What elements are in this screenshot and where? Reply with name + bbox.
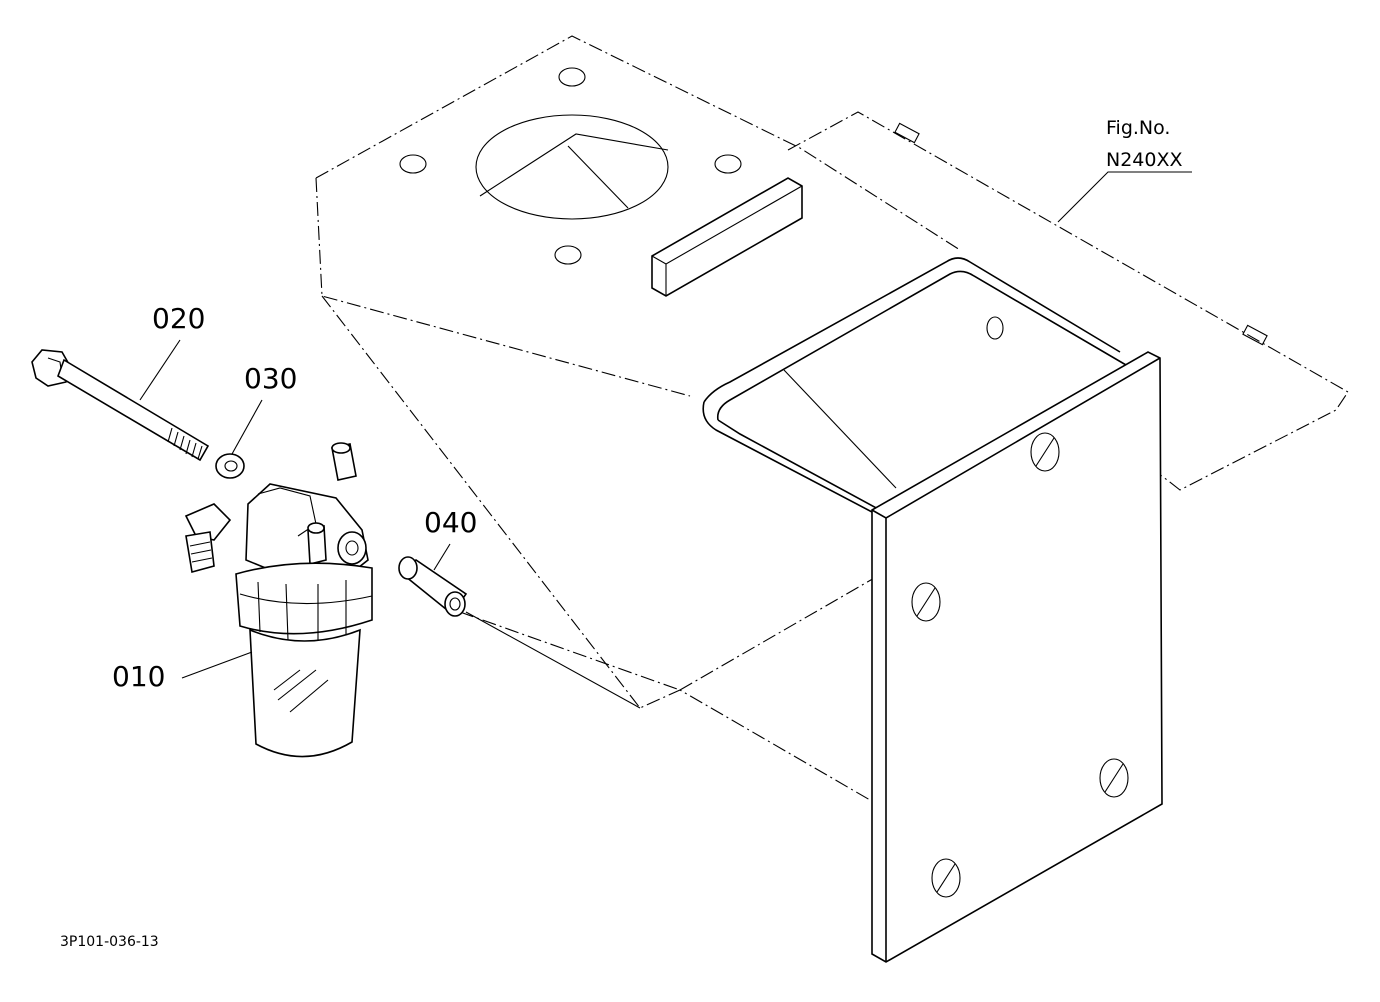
fig-no-label: Fig.No. (1106, 117, 1170, 139)
fig-no-value: N240XX (1106, 149, 1183, 171)
callout-010: 010 (112, 660, 165, 693)
leader-040 (433, 543, 451, 571)
tank-hole-right (714, 154, 742, 174)
drawing-code: 3P101-036-13 (60, 934, 159, 950)
callout-030: 030 (244, 362, 297, 395)
bracket-hole-1 (1030, 432, 1060, 472)
washer-030 (215, 453, 245, 479)
tank-block (651, 177, 803, 297)
tank-hole-top (558, 67, 586, 87)
leader-030 (231, 399, 263, 455)
bolt-020 (31, 349, 210, 462)
callout-020: 020 (152, 302, 205, 335)
leader-020 (139, 339, 181, 401)
phantom-tank-outline (315, 35, 1349, 801)
leader-010 (181, 651, 253, 679)
tank-hole-left (399, 154, 427, 174)
side-plate-tab-1 (894, 122, 920, 144)
bracket-top-hole (986, 316, 1004, 340)
bracket-hole-3 (1099, 758, 1129, 798)
tank-filler-opening (475, 114, 669, 220)
side-plate-tab-2 (1242, 324, 1268, 346)
collar-040 (398, 556, 468, 617)
bracket (702, 257, 1163, 963)
callout-040: 040 (424, 506, 477, 539)
fuel-filter-010 (184, 442, 373, 758)
tank-hole-bottom (554, 245, 582, 265)
bracket-hole-2 (911, 582, 941, 622)
bracket-hole-4 (931, 858, 961, 898)
fig-no-leader (1057, 171, 1192, 223)
